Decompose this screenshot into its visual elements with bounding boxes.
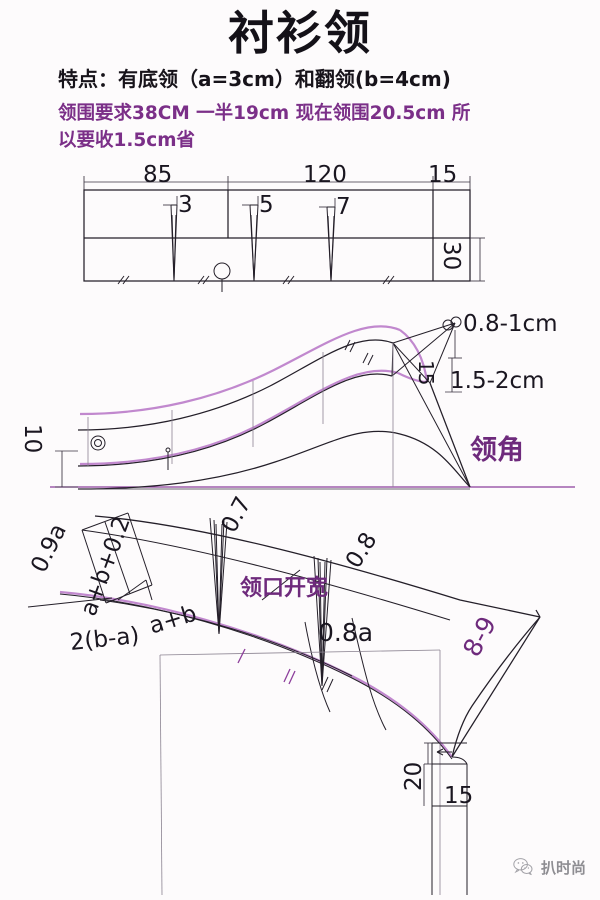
label-1-5-2cm: 1.5-2cm xyxy=(450,368,545,394)
dim-label-120: 120 xyxy=(303,162,347,188)
note-line-1: 领围要求38CM 一半19cm 现在领围20.5cm 所 xyxy=(58,103,471,124)
dim-label-15-collar: 15 xyxy=(414,360,438,386)
dart-label-7: 7 xyxy=(336,194,351,220)
label-neck-opening-width: 领口开宽 xyxy=(240,576,329,601)
label-collar-point: 领角 xyxy=(470,435,524,466)
wechat-icon xyxy=(512,856,534,878)
diagram-middle-group xyxy=(50,316,575,490)
subtitle-features: 特点：有底领（a=3cm）和翻领(b=4cm) xyxy=(58,67,451,91)
dim-label-20: 20 xyxy=(401,761,427,791)
dim-label-15: 15 xyxy=(428,162,458,188)
dim-label-30: 30 xyxy=(438,241,464,271)
dart-label-3: 3 xyxy=(178,192,193,218)
label-0-8a: 0.8a xyxy=(318,618,374,647)
page-title: 衬衫领 xyxy=(228,6,372,60)
diagram-top-group xyxy=(83,176,485,292)
dim-label-85: 85 xyxy=(143,162,173,188)
diagram-bottom-group xyxy=(27,512,541,896)
note-line-2: 以要收1.5cm省 xyxy=(58,130,196,151)
dim-label-10: 10 xyxy=(19,424,45,454)
watermark-text: 扒时尚 xyxy=(540,858,586,877)
note-block: 领围要求38CM 一半19cm 现在领围20.5cm 所 以要收1.5cm省 xyxy=(58,100,558,154)
watermark: 扒时尚 xyxy=(512,856,586,878)
dim-label-15-front: 15 xyxy=(444,783,474,809)
dart-label-5: 5 xyxy=(259,192,274,218)
label-0-8-1cm: 0.8-1cm xyxy=(463,311,558,337)
